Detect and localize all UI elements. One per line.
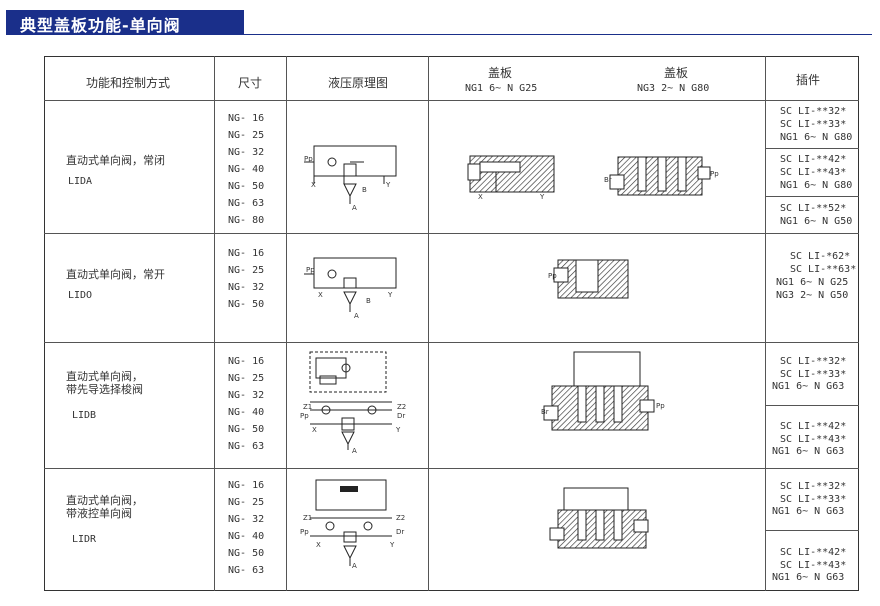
row-lido-port-x: X	[318, 291, 323, 299]
row-lidr-port-z1: Z1	[303, 514, 313, 522]
row-lidr-insert-1-ng: NG1 6~ N G63	[772, 506, 845, 517]
row-lida-function: 直动式单向阀，常闭	[66, 154, 165, 167]
grid-h-header	[44, 100, 859, 101]
header-cover1-title: 盖板	[488, 66, 513, 80]
row-lidb-cover-port-br: Br	[541, 408, 549, 416]
row-lida-cover-small	[467, 155, 555, 193]
row-lida-cover-port-br: Br	[604, 176, 612, 184]
row-lidr-insert-2: SC LI-**42*SC LI-**43*	[780, 547, 847, 571]
header-size: 尺寸	[238, 76, 263, 90]
grid-v4	[765, 56, 766, 591]
row-lida-insert-2: SC LI-**42*SC LI-**43*NG1 6~ N G80	[780, 154, 853, 191]
row-lidr-schematic	[310, 479, 392, 566]
row-lido-function: 直动式单向阀，常开	[66, 268, 165, 281]
row-lidr-code: LIDR	[72, 534, 97, 545]
header-cover1-sub: NG1 6~ N G25	[465, 83, 538, 94]
grid-insert-r4	[765, 530, 859, 531]
row-lida-cover-large	[609, 156, 711, 196]
row-lidr-port-y: Y	[390, 541, 395, 549]
row-lida-port-a: A	[352, 204, 357, 212]
row-lido-code: LIDO	[68, 290, 93, 301]
title-underline	[6, 34, 872, 35]
grid-insert-r1b	[765, 196, 859, 197]
row-lida-cover-port-pp: Pp	[710, 170, 719, 178]
row-lidr-cover	[549, 487, 649, 549]
row-lida-schematic	[304, 145, 397, 204]
row-lido-port-y: Y	[388, 291, 393, 299]
row-lido-schematic	[304, 257, 397, 312]
row-lidb-port-x: X	[312, 426, 317, 434]
row-lidr-port-dr: Dr	[396, 528, 405, 536]
grid-h-row3	[44, 468, 859, 469]
row-lidb-function2: 带先导选择梭阀	[66, 383, 143, 396]
row-lida-port-x: X	[311, 181, 316, 189]
header-cover2-title: 盖板	[664, 66, 689, 80]
row-lido-insert-1: SC LI-*62*SC LI-**63*	[790, 251, 857, 275]
row-lidb-insert-1-ng: NG1 6~ N G63	[772, 381, 845, 392]
row-lidr-function2: 带液控单向阀	[66, 507, 132, 520]
row-lidb-port-a: A	[352, 447, 357, 455]
row-lida-cover-port-x: X	[478, 193, 483, 201]
header-insert: 插件	[796, 73, 821, 87]
row-lidr-port-x: X	[316, 541, 321, 549]
grid-h-row2	[44, 342, 859, 343]
row-lidb-port-y: Y	[396, 426, 401, 434]
row-lida-port-b: B	[362, 186, 367, 194]
row-lido-port-pp: Pp	[306, 266, 315, 274]
row-lidb-insert-1: SC LI-**32*SC LI-**33*	[780, 356, 847, 380]
valve-table	[44, 56, 859, 591]
row-lido-port-b: B	[366, 297, 371, 305]
row-lido-port-a: A	[354, 312, 359, 320]
grid-v3	[428, 56, 429, 591]
row-lidr-insert-2-ng: NG1 6~ N G63	[772, 572, 845, 583]
row-lidr-port-a: A	[352, 562, 357, 570]
row-lidr-function: 直动式单向阀，	[66, 494, 143, 507]
row-lida-cover-port-y: Y	[540, 193, 545, 201]
row-lida-port-pp: Pp	[304, 155, 313, 163]
header-cover2-sub: NG3 2~ N G80	[637, 83, 710, 94]
grid-v1	[214, 56, 215, 591]
row-lida-insert-3: SC LI-**52*NG1 6~ N G50	[780, 203, 853, 227]
row-lidb-cover-port-pp: Pp	[656, 402, 665, 410]
grid-v2	[286, 56, 287, 591]
row-lidb-schematic	[309, 351, 392, 450]
row-lida-insert-1: SC LI-**32*SC LI-**33*NG1 6~ N G80	[780, 106, 853, 143]
row-lida-code: LIDA	[68, 176, 93, 187]
row-lidb-cover	[543, 351, 655, 431]
grid-insert-r1a	[765, 148, 859, 149]
row-lidb-code: LIDB	[72, 410, 97, 421]
row-lidr-port-pp: Pp	[300, 528, 309, 536]
grid-insert-r3	[765, 405, 859, 406]
row-lido-cover	[553, 259, 629, 299]
header-function: 功能和控制方式	[86, 76, 171, 90]
row-lidb-insert-2: SC LI-**42*SC LI-**43*	[780, 421, 847, 445]
row-lidb-insert-2-ng: NG1 6~ N G63	[772, 446, 845, 457]
row-lidb-port-dr: Dr	[397, 412, 406, 420]
row-lidr-insert-1: SC LI-**32*SC LI-**33*	[780, 481, 847, 505]
row-lidb-port-z1: Z1	[303, 403, 313, 411]
grid-h-row1	[44, 233, 859, 234]
row-lidb-function: 直动式单向阀，	[66, 370, 143, 383]
title-banner: 典型盖板功能-单向阀	[6, 10, 244, 35]
row-lidb-port-pp: Pp	[300, 412, 309, 420]
row-lidr-port-z2: Z2	[396, 514, 406, 522]
header-schematic: 液压原理图	[328, 76, 389, 90]
row-lidb-port-z2: Z2	[397, 403, 407, 411]
row-lida-port-y: Y	[386, 181, 391, 189]
row-lido-cover-port-pp: Pp	[548, 272, 557, 280]
page-title: 典型盖板功能-单向阀	[20, 16, 181, 35]
